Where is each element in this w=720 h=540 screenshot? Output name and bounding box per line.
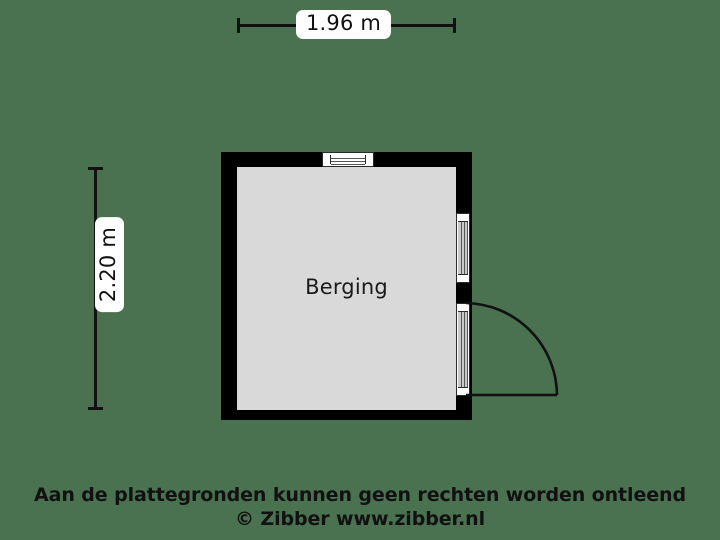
window-top-icon	[322, 152, 374, 167]
window-right-glazing-bar	[464, 222, 465, 274]
door-right-pane	[458, 311, 468, 388]
window-top-pane	[330, 155, 366, 165]
door-right-glazing-bar	[467, 312, 468, 387]
window-top-glazing-bar	[331, 161, 365, 162]
room-label-berging: Berging	[305, 275, 388, 299]
window-top-glazing-bar	[331, 164, 365, 165]
height-dimension-label: 2.20 m	[95, 217, 125, 313]
window-right-icon	[456, 213, 470, 283]
door-right-leaf-icon	[456, 303, 470, 396]
window-top-glazing-bar	[331, 158, 365, 159]
room-floor-berging	[237, 167, 456, 410]
footer: Aan de plattegronden kunnen geen rechten…	[0, 484, 720, 532]
width-dimension-tick-right	[453, 18, 456, 33]
height-dimension-tick-top	[88, 167, 103, 170]
window-right-glazing-bar	[467, 222, 468, 274]
footer-disclaimer: Aan de plattegronden kunnen geen rechten…	[34, 484, 686, 506]
window-right-glazing-bar	[461, 222, 462, 274]
door-right-glazing-bar	[464, 312, 465, 387]
door-swing-arc-icon	[465, 301, 559, 397]
footer-copyright: © Zibber www.zibber.nl	[234, 507, 485, 530]
width-dimension-label: 1.96 m	[296, 10, 392, 40]
door-right-glazing-bar	[461, 312, 462, 387]
width-dimension-tick-left	[237, 18, 240, 33]
height-dimension-tick-bottom	[88, 407, 103, 410]
window-right-pane	[458, 221, 468, 275]
